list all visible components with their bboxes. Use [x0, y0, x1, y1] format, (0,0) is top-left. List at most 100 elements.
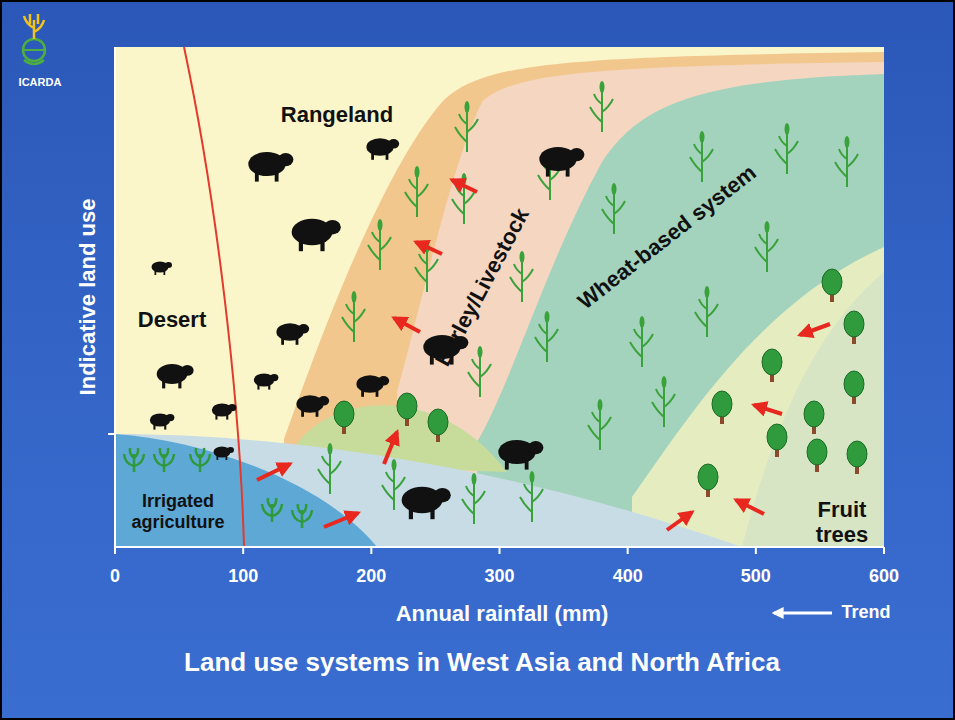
tree	[807, 439, 827, 472]
tree	[844, 371, 864, 404]
x-tick	[242, 547, 244, 554]
sheep	[366, 138, 399, 160]
x-tick	[499, 547, 501, 554]
fruit-band	[742, 272, 884, 547]
x-tick	[114, 547, 116, 554]
fruit-region: Fruit trees	[801, 495, 883, 550]
trend-arrow	[394, 318, 420, 332]
irrigated-crop	[292, 504, 312, 528]
y-axis	[114, 47, 116, 548]
sheep	[292, 219, 341, 251]
cereal-plant	[342, 291, 365, 342]
desert-region: Desert	[134, 305, 210, 334]
irrigated-crop	[190, 448, 210, 472]
irrigated-crop	[124, 448, 144, 472]
sheep	[254, 373, 279, 389]
tree	[847, 441, 867, 474]
tick-label: 100	[228, 566, 258, 587]
x-tick	[755, 547, 757, 554]
region-label: Rangeland	[281, 102, 393, 127]
sheep	[248, 152, 293, 182]
region-label: Fruit trees	[805, 497, 879, 548]
desert-boundary-line	[184, 47, 244, 547]
cereal-plant	[510, 251, 533, 302]
x-tick	[370, 547, 372, 554]
cereal-plant	[755, 221, 778, 272]
cereal-plant	[468, 346, 491, 397]
cereal-plant	[775, 123, 798, 174]
cereal-plant	[588, 399, 611, 450]
cereal-plant	[382, 459, 405, 510]
cereal-plant	[318, 443, 341, 494]
cereal-plant	[630, 316, 653, 367]
tree	[762, 349, 782, 382]
rangeland-region: Rangeland	[277, 100, 397, 129]
irrigated-region-label: Irrigated agriculture	[114, 489, 242, 534]
trend-arrow	[667, 512, 692, 530]
tick-label: 400	[613, 566, 643, 587]
sheep	[539, 147, 584, 177]
cereal-plant	[835, 136, 858, 187]
cereal-plant	[602, 183, 625, 234]
cereal-plant	[590, 81, 613, 132]
tick-label: 600	[869, 566, 899, 587]
cereal-plant	[535, 311, 558, 362]
wheat-band	[477, 74, 884, 547]
y-tick	[108, 433, 115, 435]
cereal-plant	[368, 219, 391, 270]
trend-arrow	[416, 242, 442, 254]
tree	[428, 409, 448, 442]
fruit-transition-band	[632, 247, 884, 547]
sheep	[356, 375, 389, 397]
logo-text: ICARDA	[19, 76, 62, 88]
tree	[334, 401, 354, 434]
tree	[804, 401, 824, 434]
x-axis-title: Annual rainfall (mm)	[396, 601, 609, 627]
cereal-plant	[462, 473, 485, 524]
tick-label: 200	[356, 566, 386, 587]
region-label: Irrigated agriculture	[118, 491, 238, 532]
trend-arrow	[257, 464, 290, 480]
irrigated-region	[115, 434, 377, 547]
tick-label: 300	[484, 566, 514, 587]
trend-arrow	[800, 324, 830, 335]
tick-label: 0	[110, 566, 120, 587]
tree	[397, 393, 417, 426]
tick-label: 500	[741, 566, 771, 587]
trend-arrow	[384, 432, 397, 464]
cereal-plant	[690, 131, 713, 182]
trend-arrow	[736, 500, 764, 514]
tree	[822, 269, 842, 302]
irrigated-crop	[154, 448, 174, 472]
trend-arrow	[754, 405, 782, 414]
sheep	[296, 395, 329, 417]
sheep	[212, 403, 237, 419]
tree	[698, 464, 718, 497]
cereal-plant	[695, 286, 718, 337]
sheep	[402, 487, 451, 519]
supplementary-irrigation-band	[115, 434, 742, 547]
sheep	[214, 447, 235, 461]
cereal-plant	[405, 166, 428, 217]
sheep	[498, 440, 543, 470]
trend-arrow	[452, 180, 477, 192]
cereal-plant	[455, 101, 478, 152]
icarda-logo	[23, 14, 45, 64]
trend-arrow	[774, 612, 832, 615]
region-label: Desert	[138, 307, 206, 332]
tree	[767, 424, 787, 457]
cereal-plant	[652, 376, 675, 427]
sheep	[157, 364, 194, 388]
sheep	[276, 323, 309, 345]
sheep	[152, 262, 173, 276]
slide-title: Land use systems in West Asia and North …	[184, 647, 780, 678]
x-tick	[883, 547, 885, 554]
tree	[844, 311, 864, 344]
trend-label: Trend	[841, 602, 890, 623]
cereal-plant	[520, 471, 543, 522]
y-axis-title: Indicative land use	[75, 199, 101, 396]
plot-ground	[115, 47, 884, 547]
trend-arrow	[324, 513, 358, 527]
x-tick	[627, 547, 629, 554]
